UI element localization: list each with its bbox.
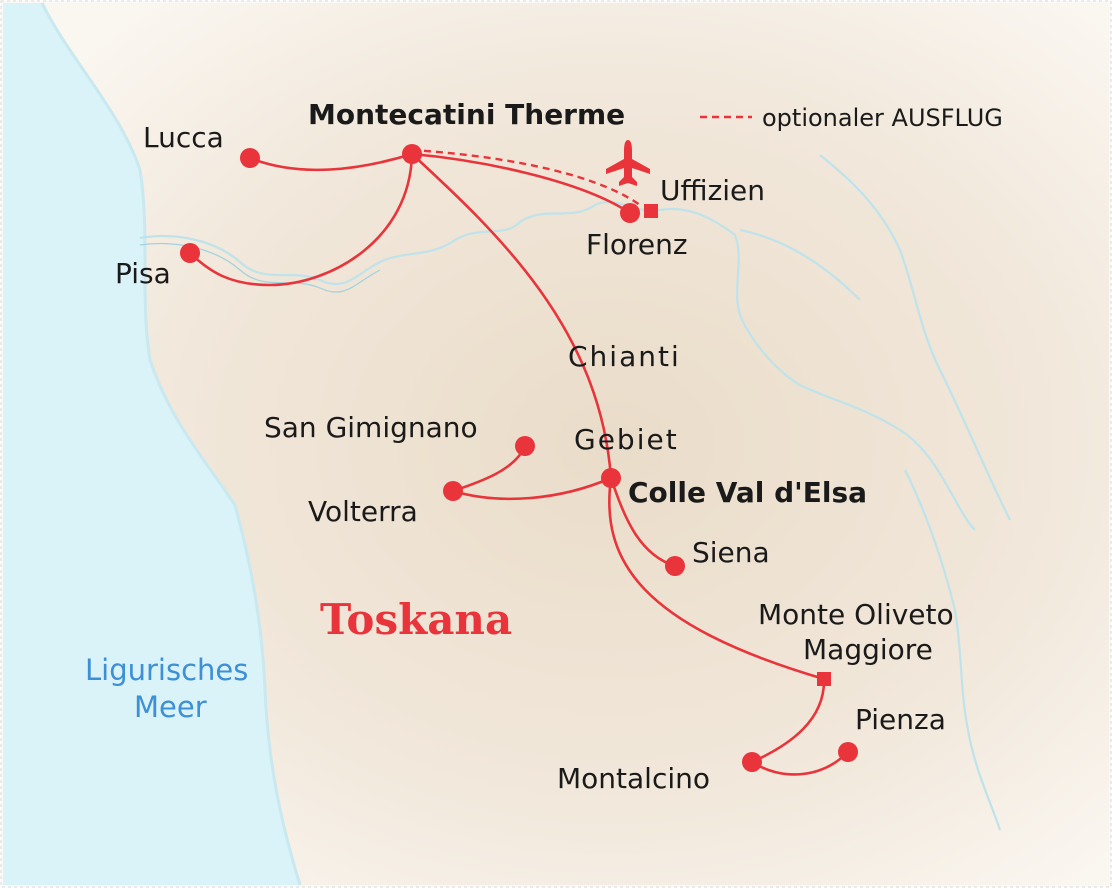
label-lucca: Lucca xyxy=(143,121,224,154)
route-lucca-montecatini xyxy=(249,152,413,172)
route-volterra-colle xyxy=(452,476,612,501)
route-optional-florenz xyxy=(411,148,641,206)
marker-pisa xyxy=(180,243,200,263)
marker-uffizien xyxy=(644,204,658,218)
route-colle-siena xyxy=(609,477,676,568)
label-monte-oliveto-2: Maggiore xyxy=(803,633,933,666)
label-montalcino: Montalcino xyxy=(557,762,710,795)
label-florenz: Florenz xyxy=(586,228,688,261)
label-montecatini: Montecatini Therme xyxy=(308,98,625,131)
routes xyxy=(189,148,849,776)
labels: Montecatini Therme Lucca Pisa Uffizien F… xyxy=(85,98,954,795)
route-colle-monte-oliveto xyxy=(608,477,825,681)
label-pisa: Pisa xyxy=(115,257,171,290)
label-sea-2: Meer xyxy=(134,690,207,724)
label-uffizien: Uffizien xyxy=(660,174,765,207)
marker-lucca xyxy=(240,148,260,168)
marker-montecatini xyxy=(402,144,422,164)
label-colle: Colle Val d'Elsa xyxy=(628,476,867,509)
marker-san-gimignano xyxy=(515,436,535,456)
route-montalcino-pienza xyxy=(751,751,849,776)
route-montecatini-colle xyxy=(411,153,613,479)
marker-monte-oliveto xyxy=(817,672,831,686)
label-monte-oliveto-1: Monte Oliveto xyxy=(758,598,954,631)
route-montecatini-florenz xyxy=(411,152,631,215)
label-gebiet: Gebiet xyxy=(574,423,679,456)
rivers xyxy=(139,154,1011,831)
coastline xyxy=(40,2,302,886)
marker-colle xyxy=(601,468,621,488)
label-san-gimignano: San Gimignano xyxy=(264,411,478,444)
route-montecatini-pisa xyxy=(189,153,414,287)
legend: optionaler AUSFLUG xyxy=(700,104,1003,132)
marker-pienza xyxy=(838,742,858,762)
label-chianti: Chianti xyxy=(568,340,681,373)
label-volterra: Volterra xyxy=(308,495,418,528)
airplane-icon xyxy=(606,140,650,186)
sea-area xyxy=(3,3,300,885)
marker-volterra xyxy=(443,481,463,501)
marker-florenz xyxy=(620,203,640,223)
label-sea-1: Ligurisches xyxy=(85,653,248,687)
markers xyxy=(180,144,858,772)
legend-label: optionaler AUSFLUG xyxy=(762,104,1003,132)
label-toskana: Toskana xyxy=(320,595,512,644)
label-siena: Siena xyxy=(692,536,770,569)
route-monte-oliveto-montalcino xyxy=(751,678,826,764)
marker-siena xyxy=(665,556,685,576)
marker-montalcino xyxy=(742,752,762,772)
label-pienza: Pienza xyxy=(855,703,946,736)
